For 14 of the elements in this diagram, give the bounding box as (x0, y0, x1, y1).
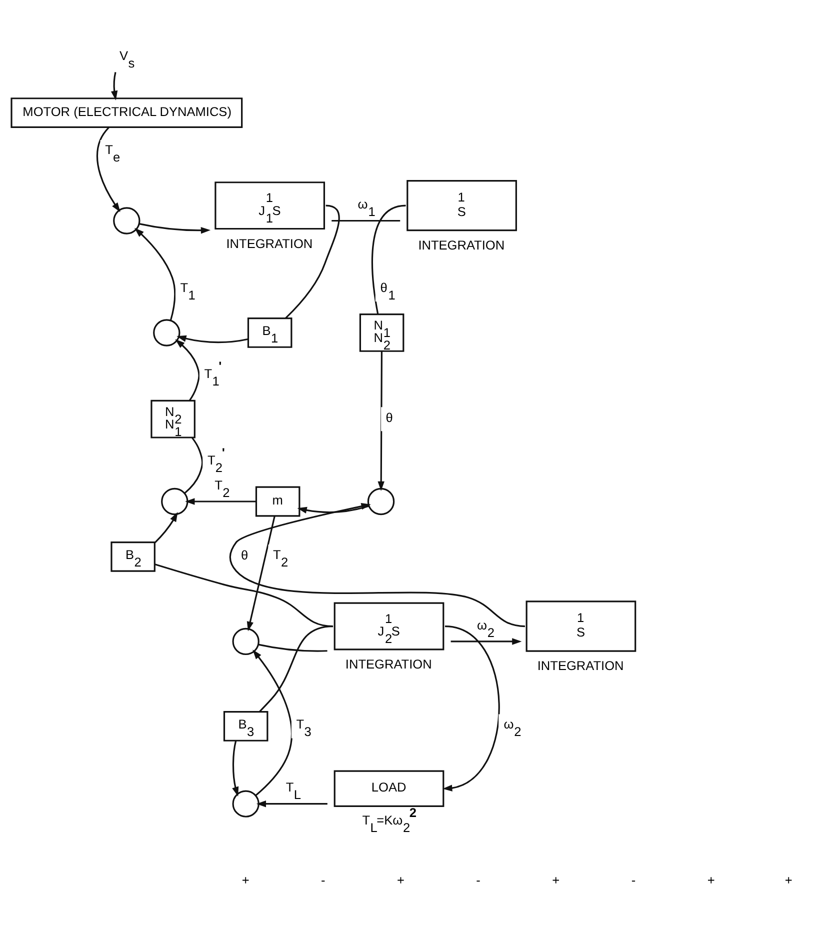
edge-label: θ (241, 548, 248, 563)
label: + (784, 872, 792, 888)
label: - (476, 872, 480, 888)
edge-label: θ (386, 410, 393, 426)
label: + (707, 872, 715, 888)
label: - (631, 872, 636, 888)
label: + (397, 872, 404, 888)
node-label: INTEGRATION (418, 237, 505, 252)
label: - (321, 872, 326, 888)
node-label: INTEGRATION (345, 656, 432, 672)
label: + (242, 872, 250, 888)
node-label: INTEGRATION (226, 236, 313, 251)
node-label: INTEGRATION (537, 658, 624, 674)
label: + (552, 872, 560, 888)
